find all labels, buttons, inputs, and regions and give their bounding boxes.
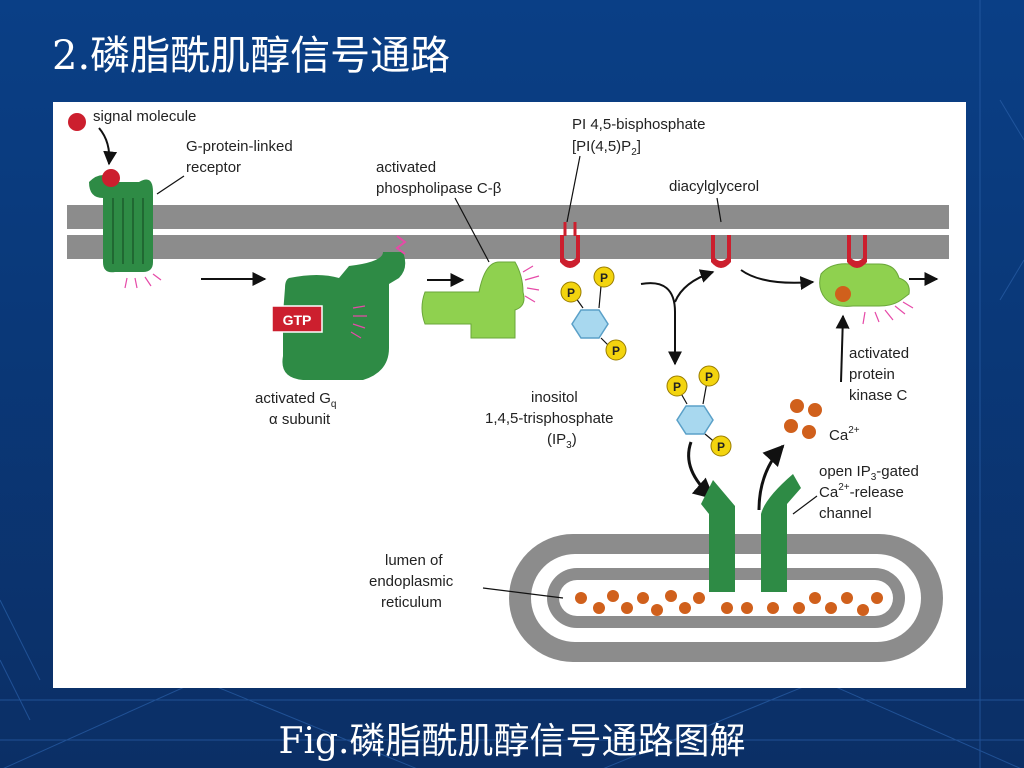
gq-label-line2: α subunit (269, 411, 331, 428)
er-lumen-calcium (575, 590, 883, 616)
receptor-label-line2: receptor (186, 159, 241, 176)
ip3-molecule (676, 381, 718, 445)
er-label-line3: reticulum (381, 594, 442, 611)
gq-activation-lines (350, 305, 367, 339)
membrane-outer-layer (67, 205, 949, 229)
calcium-label: Ca2+ (829, 425, 860, 444)
phosphate-icon: P (666, 375, 688, 397)
activated-phospholipase-c-beta (421, 261, 525, 339)
ip3-gated-calcium-channel (701, 474, 801, 592)
phosphate-icon: P (698, 365, 720, 387)
svg-text:P: P (673, 380, 681, 394)
pip2-head-group (571, 285, 614, 351)
pip2-label-line1: PI 4,5-bisphosphate (572, 116, 705, 133)
phosphate-icon: P (560, 281, 582, 303)
svg-text:P: P (612, 344, 620, 358)
pkc-label-line3: kinase C (849, 387, 908, 404)
plc-label-line2: phospholipase C-β (376, 180, 502, 197)
signal-molecule-label: signal molecule (93, 108, 196, 125)
receptor-label-line1: G-protein-linked (186, 138, 293, 155)
phosphate-icon: P (710, 435, 732, 457)
svg-text:P: P (717, 440, 725, 454)
free-calcium-ions (784, 399, 822, 439)
dag-label: diacylglycerol (669, 178, 759, 195)
pkc-label-line1: activated (849, 345, 909, 362)
gq-alpha-subunit (282, 235, 407, 380)
er-label-line1: lumen of (385, 552, 443, 569)
pip2-lipid (560, 222, 580, 268)
pkc-activation-lines (862, 301, 914, 325)
phosphate-icon: P (605, 339, 627, 361)
svg-text:P: P (567, 286, 575, 300)
svg-text:P: P (600, 271, 608, 285)
channel-label-line3: channel (819, 505, 872, 522)
gtp-label: GTP (283, 312, 312, 328)
er-label-line2: endoplasmic (369, 573, 454, 590)
slide-title: 2.磷脂酰肌醇信号通路 (52, 33, 451, 79)
svg-text:P: P (705, 370, 713, 384)
pkc-label-line2: protein (849, 366, 895, 383)
phosphate-icon: P (593, 266, 615, 288)
gtp-box (271, 305, 323, 333)
diacylglycerol-lipid (711, 235, 731, 268)
pip2-label-line2: [PI(4,5)P2] (572, 138, 641, 158)
membrane-inner-layer (67, 235, 949, 259)
ip3-label-line1: inositol (531, 389, 578, 406)
pathway-diagram: signal molecule G-protein-linked recepto… (67, 108, 949, 662)
activated-protein-kinase-c (819, 235, 910, 307)
channel-label-line2: Ca2+-release (819, 482, 904, 501)
pathway-figure: signal molecule G-protein-linked recepto… (53, 102, 966, 688)
figure-caption: Fig.磷脂酰肌醇信号通路图解 (278, 721, 746, 762)
plc-label-line1: activated (376, 159, 436, 176)
plc-activation-lines (522, 265, 540, 303)
ip3-label-line2: 1,4,5-trisphosphate (485, 410, 613, 427)
g-protein-linked-receptor (89, 169, 153, 273)
gq-label-line1: activated Gq (255, 390, 336, 410)
endoplasmic-reticulum (509, 534, 943, 662)
channel-label-line1: open IP3-gated (819, 463, 919, 483)
signal-molecule (68, 113, 86, 131)
receptor-activation-lines (124, 273, 162, 289)
ip3-label-line3: (IP3) (547, 431, 577, 451)
